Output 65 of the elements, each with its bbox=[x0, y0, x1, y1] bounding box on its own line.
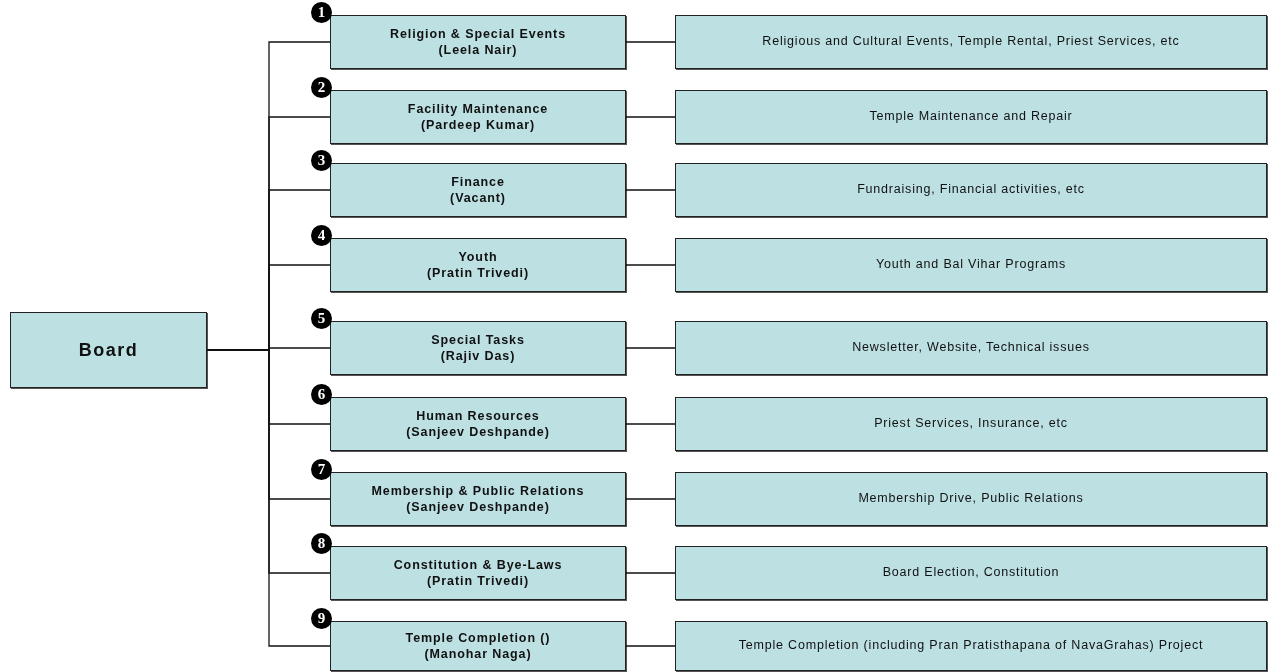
committee-box bbox=[330, 163, 626, 217]
committee-name: Temple Completion () bbox=[405, 629, 551, 646]
chair-name: (Pratin Trivedi) bbox=[427, 573, 529, 590]
responsibility-box bbox=[675, 15, 1267, 69]
connector-line bbox=[625, 189, 676, 191]
committee-box bbox=[330, 15, 626, 69]
chair-name: (Pratin Trivedi) bbox=[427, 265, 529, 282]
connector-line bbox=[625, 498, 676, 500]
committee-box bbox=[330, 90, 626, 144]
committee-box bbox=[330, 238, 626, 292]
responsibility-text: Fundraising, Financial activities, etc bbox=[857, 182, 1085, 198]
chair-name: (Rajiv Das) bbox=[440, 348, 516, 365]
connector-line bbox=[625, 116, 676, 118]
responsibility-text: Membership Drive, Public Relations bbox=[858, 491, 1084, 507]
responsibility-text: Temple Completion (including Pran Pratisthapana of NavaGrahas) Project bbox=[738, 638, 1204, 654]
committee-name: Constitution & Bye-Laws bbox=[393, 556, 563, 573]
connector-line bbox=[625, 41, 676, 43]
connector-line bbox=[625, 347, 676, 349]
chair-name: (Sanjeev Deshpande) bbox=[406, 499, 550, 516]
responsibility-text: Youth and Bal Vihar Programs bbox=[876, 257, 1066, 273]
responsibility-text: Newsletter, Website, Technical issues bbox=[852, 340, 1090, 356]
committee-box bbox=[330, 621, 626, 671]
responsibility-box bbox=[675, 163, 1267, 217]
committee-box bbox=[330, 472, 626, 526]
number-badge: 5 bbox=[311, 308, 332, 329]
committee-name: Special Tasks bbox=[431, 331, 525, 348]
board-box bbox=[10, 312, 207, 388]
connector-line bbox=[625, 572, 676, 574]
responsibility-box bbox=[675, 321, 1267, 375]
responsibility-text: Religious and Cultural Events, Temple Rental, Priest Services, etc bbox=[762, 34, 1180, 50]
number-badge: 2 bbox=[311, 77, 332, 98]
number-badge: 4 bbox=[311, 225, 332, 246]
committee-name: Facility Maintenance bbox=[407, 100, 549, 117]
connector-line bbox=[625, 645, 676, 647]
chair-name: (Vacant) bbox=[450, 190, 506, 207]
chair-name: (Pardeep Kumar) bbox=[420, 117, 536, 134]
number-badge: 8 bbox=[311, 533, 332, 554]
responsibility-text: Board Election, Constitution bbox=[882, 565, 1060, 581]
number-badge: 7 bbox=[311, 459, 332, 480]
committee-name: Human Resources bbox=[416, 407, 540, 424]
number-badge: 9 bbox=[311, 608, 332, 629]
responsibility-box bbox=[675, 238, 1267, 292]
responsibility-text: Temple Maintenance and Repair bbox=[869, 109, 1073, 125]
connector-line bbox=[625, 264, 676, 266]
committee-box bbox=[330, 321, 626, 375]
responsibility-box bbox=[675, 546, 1267, 600]
committee-box bbox=[330, 397, 626, 451]
responsibility-box bbox=[675, 472, 1267, 526]
responsibility-box bbox=[675, 621, 1267, 671]
chair-name: (Leela Nair) bbox=[438, 42, 518, 59]
chair-name: (Sanjeev Deshpande) bbox=[406, 424, 550, 441]
number-badge: 1 bbox=[311, 2, 332, 23]
committee-name: Youth bbox=[458, 248, 498, 265]
committee-name: Membership & Public Relations bbox=[371, 482, 585, 499]
responsibility-box bbox=[675, 397, 1267, 451]
number-badge: 3 bbox=[311, 150, 332, 171]
committee-name: Finance bbox=[451, 173, 505, 190]
responsibility-text: Priest Services, Insurance, etc bbox=[874, 416, 1068, 432]
chair-name: (Manohar Naga) bbox=[424, 646, 532, 663]
connector-line bbox=[625, 423, 676, 425]
committee-name: Religion & Special Events bbox=[390, 25, 566, 42]
responsibility-box bbox=[675, 90, 1267, 144]
committee-box bbox=[330, 546, 626, 600]
board-title: Board bbox=[78, 339, 139, 361]
number-badge: 6 bbox=[311, 384, 332, 405]
